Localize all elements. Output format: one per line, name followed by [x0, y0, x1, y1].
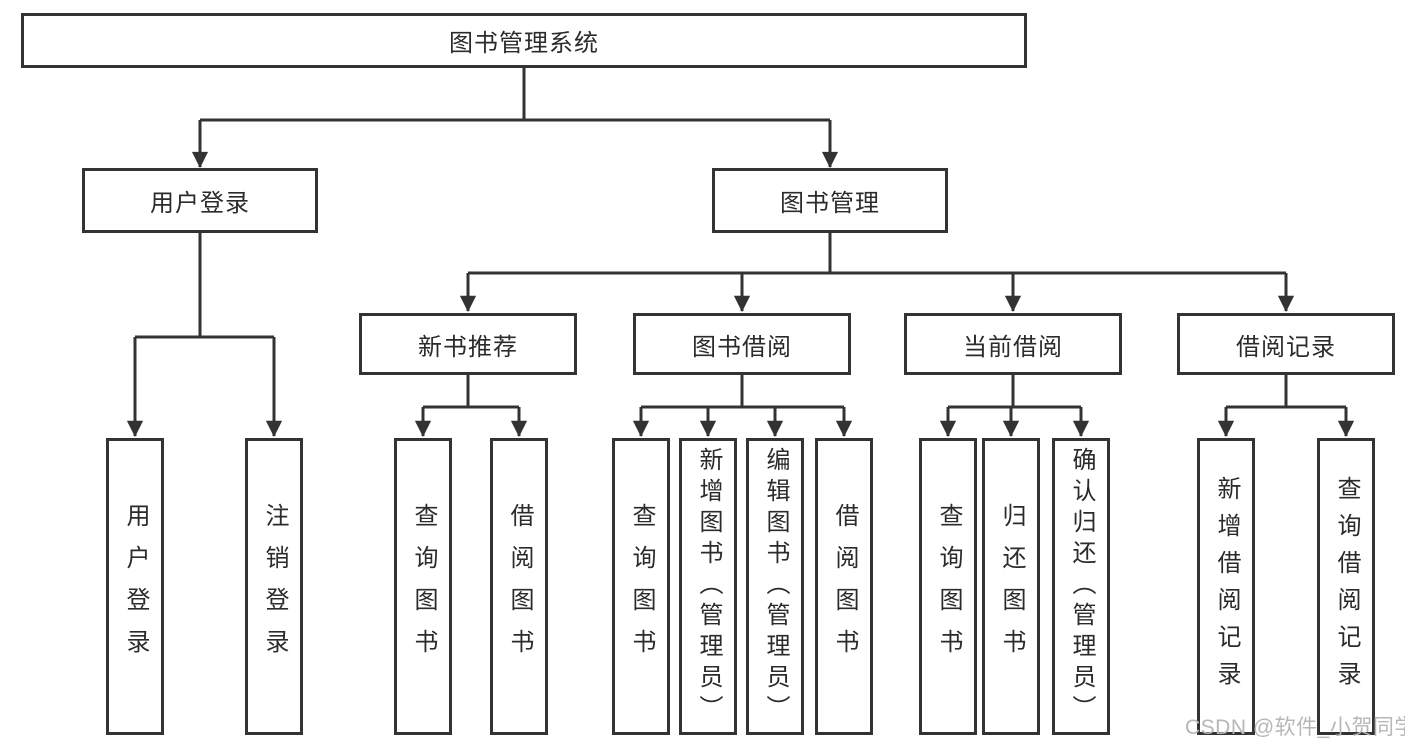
leaf-borrowing-edit-books-admin: 编辑图书（管理员） — [746, 438, 804, 735]
connector-records-stem — [1226, 375, 1346, 409]
leaf-borrowing-add-books-admin: 新增图书（管理员） — [679, 438, 737, 735]
connector-current-stem — [948, 375, 1081, 409]
leaf-recommend-query-books: 查询图书 — [394, 438, 452, 735]
leaf-current-confirm-return-admin: 确认归还（管理员） — [1052, 438, 1110, 735]
node-root-system: 图书管理系统 — [21, 13, 1027, 68]
node-borrowing-records: 借阅记录 — [1177, 313, 1395, 375]
leaf-borrowing-borrow-books: 借阅图书 — [815, 438, 873, 735]
leaf-recommend-query-books-label: 查询图书 — [410, 502, 437, 671]
csdn-watermark: CSDN @软件_小贺同学 — [1185, 716, 1405, 739]
leaf-records-query-borrow-record: 查询借阅记录 — [1317, 438, 1375, 735]
leaf-user-login-label: 用户登录 — [122, 502, 149, 671]
leaf-current-query-books: 查询图书 — [919, 438, 977, 735]
connector-user-login-stem — [135, 233, 274, 339]
leaf-user-login: 用户登录 — [106, 438, 164, 735]
leaf-records-add-borrow-record-label: 新增借阅记录 — [1213, 475, 1240, 698]
connector-book-management-stem — [468, 233, 1286, 275]
leaf-borrowing-add-books-admin-label: 新增图书（管理员） — [695, 447, 722, 726]
leaf-records-add-borrow-record: 新增借阅记录 — [1197, 438, 1255, 735]
connector-borrowing-stem — [641, 375, 844, 409]
leaf-borrowing-borrow-books-label: 借阅图书 — [831, 502, 858, 671]
leaf-logout: 注销登录 — [245, 438, 303, 735]
leaf-logout-label: 注销登录 — [261, 502, 288, 671]
connector-recommend-stem — [423, 375, 519, 409]
leaf-current-return-books-label: 归还图书 — [998, 502, 1025, 671]
leaf-borrowing-query-books: 查询图书 — [612, 438, 670, 735]
node-current-borrowing: 当前借阅 — [904, 313, 1122, 375]
node-user-login: 用户登录 — [82, 168, 318, 233]
node-book-borrowing: 图书借阅 — [633, 313, 851, 375]
leaf-borrowing-edit-books-admin-label: 编辑图书（管理员） — [762, 447, 789, 726]
leaf-borrowing-query-books-label: 查询图书 — [628, 502, 655, 671]
connector-root-stem — [200, 68, 830, 122]
leaf-current-confirm-return-admin-label: 确认归还（管理员） — [1068, 447, 1095, 726]
node-book-management: 图书管理 — [712, 168, 948, 233]
leaf-records-query-borrow-record-label: 查询借阅记录 — [1333, 475, 1360, 698]
leaf-current-return-books: 归还图书 — [982, 438, 1040, 735]
leaf-recommend-borrow-books: 借阅图书 — [490, 438, 548, 735]
node-new-book-recommendation: 新书推荐 — [359, 313, 577, 375]
leaf-recommend-borrow-books-label: 借阅图书 — [506, 502, 533, 671]
leaf-current-query-books-label: 查询图书 — [935, 502, 962, 671]
